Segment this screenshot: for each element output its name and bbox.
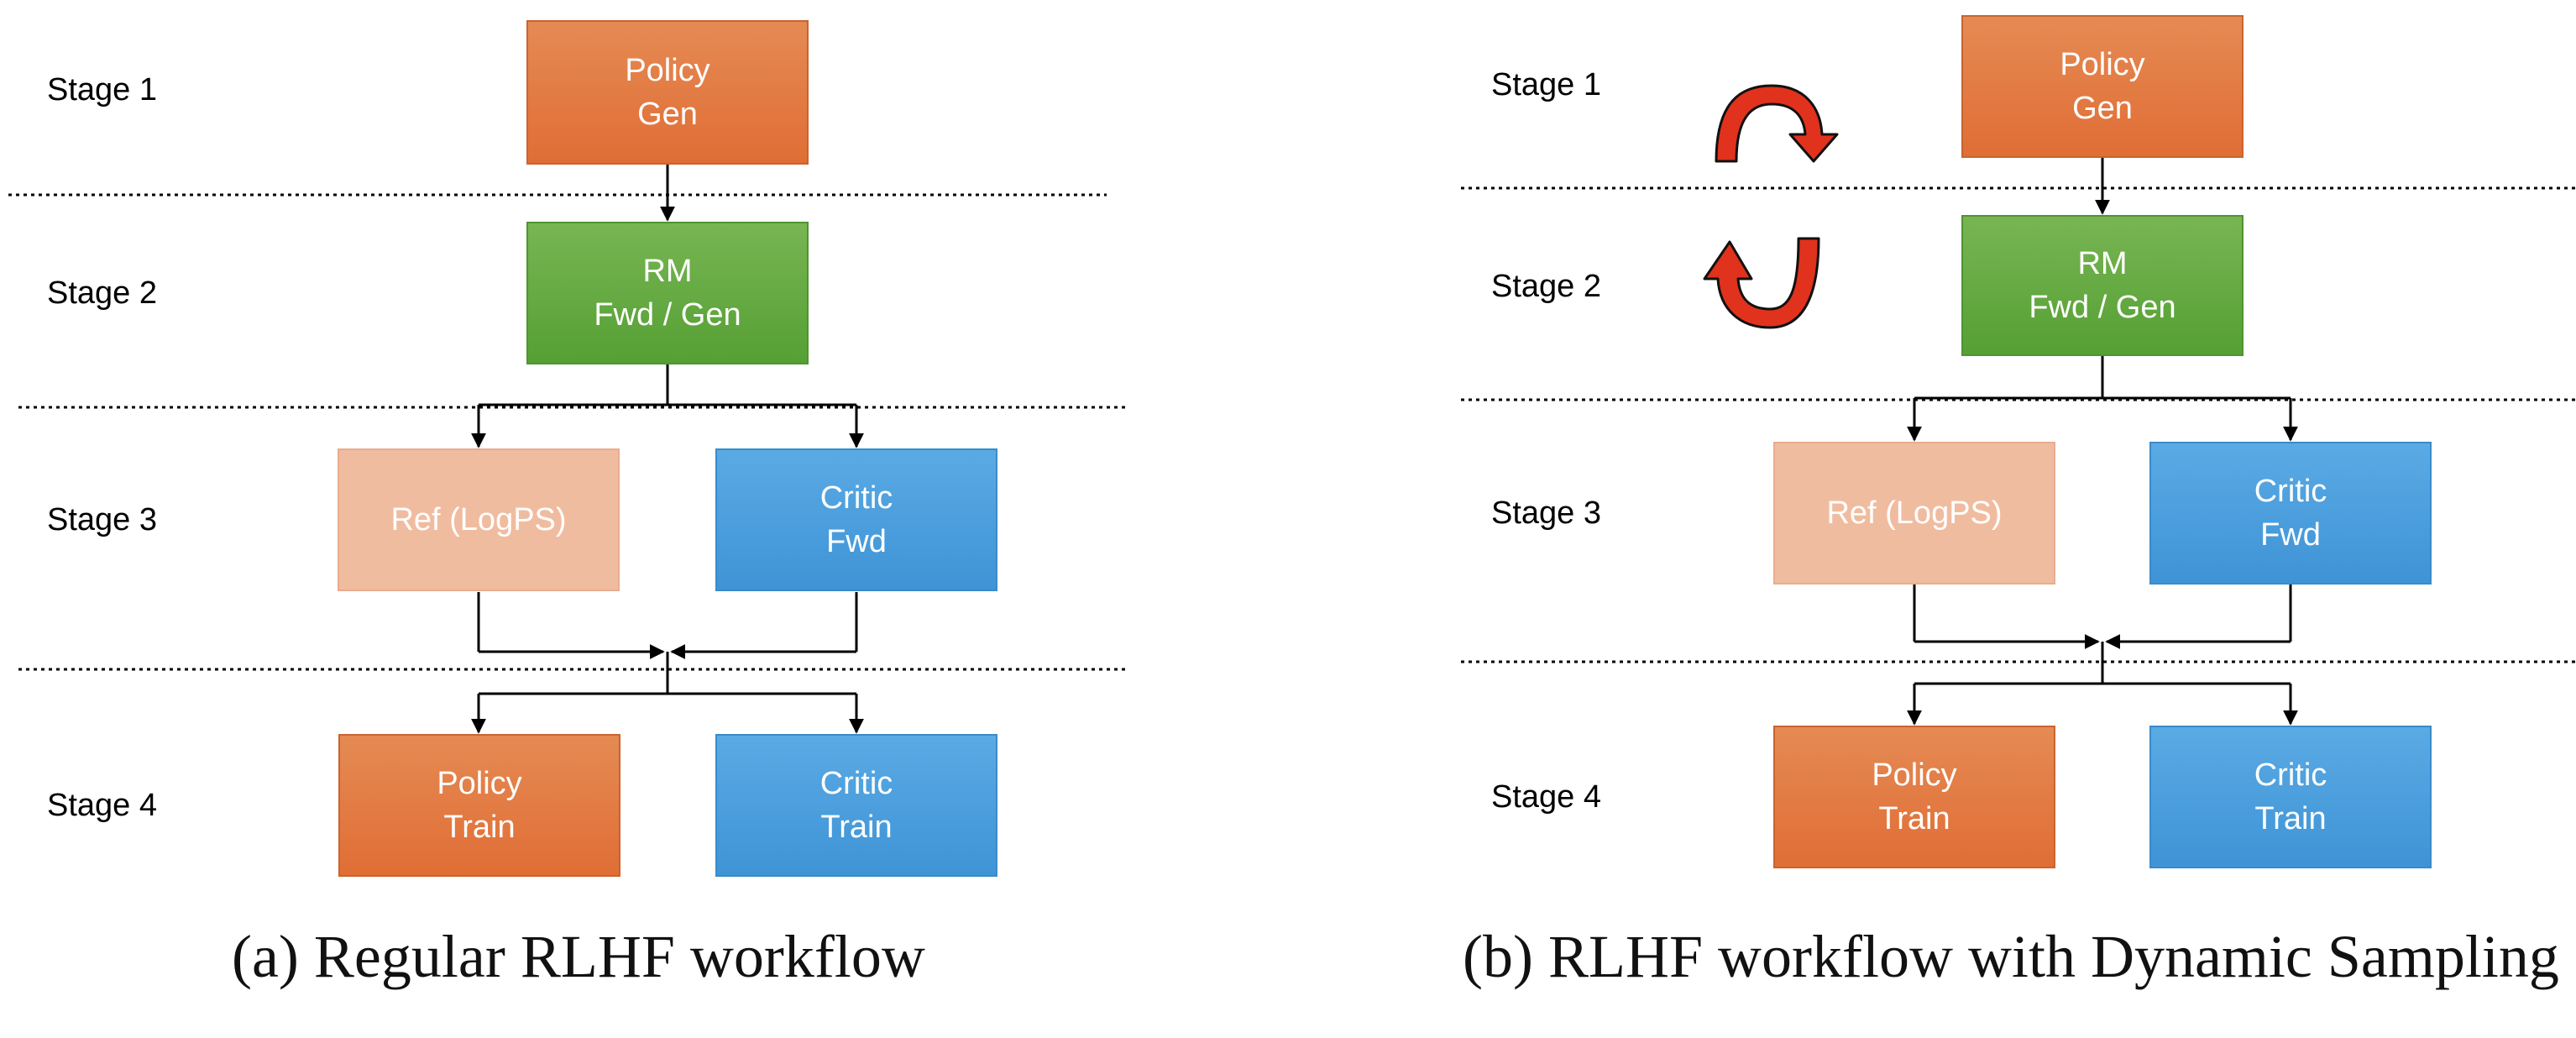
critic-fwd-node: Critic Fwd — [715, 448, 997, 591]
stage-3-label: Stage 3 — [47, 502, 157, 537]
node-label-line2: Train — [2254, 801, 2327, 836]
stage-4-label: Stage 4 — [1491, 779, 1601, 815]
node-label-line2: Train — [1878, 801, 1950, 836]
node-label-line1: Critic — [819, 766, 893, 801]
cycle-arrow-top-icon — [1715, 84, 1839, 163]
critic-fwd-node: Critic Fwd — [2149, 442, 2432, 585]
panel-dynamic-sampling-workflow: Stage 1 Stage 2 Stage 3 Stage 4 Policy G… — [1453, 0, 2576, 1038]
node-label-line1: Ref (LogPS) — [1826, 495, 2003, 531]
node-label-line1: Policy — [1872, 758, 1957, 793]
stage-2-label: Stage 2 — [47, 275, 157, 311]
caption-a: (a) Regular RLHF workflow — [232, 923, 925, 990]
node-label-line1: Critic — [2254, 474, 2327, 509]
cycle-arrow-bottom-icon — [1703, 237, 1820, 329]
stage-1-label: Stage 1 — [1491, 67, 1601, 102]
rm-node: RM Fwd / Gen — [526, 222, 809, 364]
node-label-line2: Train — [443, 810, 516, 845]
node-label-line1: Policy — [2060, 47, 2145, 82]
panel-b-connectors — [1461, 158, 2576, 726]
critic-train-node: Critic Train — [715, 734, 997, 877]
ref-logps-node: Ref (LogPS) — [338, 448, 620, 591]
policy-train-node: Policy Train — [1773, 726, 2055, 868]
rm-node: RM Fwd / Gen — [1961, 215, 2244, 356]
panel-a-connectors — [8, 165, 1125, 734]
node-label-line1: Policy — [437, 766, 522, 801]
ref-logps-node: Ref (LogPS) — [1773, 442, 2055, 585]
node-label-line1: Critic — [819, 480, 893, 516]
node-label-line2: Train — [820, 810, 893, 845]
node-label-line2: Fwd / Gen — [2029, 290, 2176, 325]
policy-gen-node: Policy Gen — [1961, 15, 2244, 158]
policy-train-node: Policy Train — [338, 734, 620, 877]
node-label-line2: Gen — [2072, 91, 2133, 126]
stage-3-label: Stage 3 — [1491, 495, 1601, 531]
node-label-line1: RM — [642, 254, 693, 289]
node-label-line1: Ref (LogPS) — [390, 502, 567, 537]
panel-regular-workflow: Stage 1 Stage 2 Stage 3 Stage 4 Policy G… — [0, 0, 1125, 1038]
node-label-line2: Gen — [637, 97, 698, 132]
node-label-line2: Fwd — [2260, 517, 2321, 553]
stage-2-label: Stage 2 — [1491, 269, 1601, 304]
node-label-line1: Critic — [2254, 758, 2327, 793]
node-label-line2: Fwd — [826, 524, 887, 559]
policy-gen-node: Policy Gen — [526, 20, 809, 165]
caption-b: (b) RLHF workflow with Dynamic Sampling — [1463, 923, 2559, 990]
critic-train-node: Critic Train — [2149, 726, 2432, 868]
node-label-line1: RM — [2077, 246, 2128, 281]
node-label-line1: Policy — [625, 53, 710, 88]
stage-4-label: Stage 4 — [47, 788, 157, 823]
stage-1-label: Stage 1 — [47, 72, 157, 107]
node-label-line2: Fwd / Gen — [594, 297, 741, 333]
